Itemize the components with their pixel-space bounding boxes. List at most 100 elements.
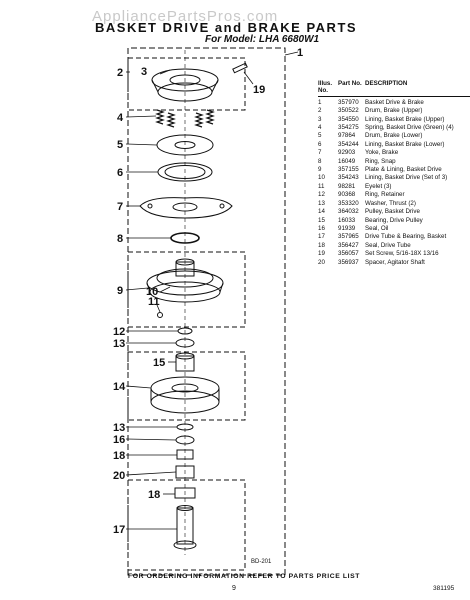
- description-cell: Spring, Basket Drive (Green) (4): [365, 124, 454, 132]
- table-row: 11 98281 Eyelet (3): [318, 183, 470, 190]
- diagram-code: BD-201: [251, 559, 272, 565]
- callout-8: 8: [117, 233, 123, 245]
- assembly-frame: [127, 47, 286, 576]
- illus-cell: 8: [318, 157, 322, 165]
- page-number: 9: [232, 585, 236, 592]
- table-row: 8 16049 Ring, Snap: [318, 158, 470, 165]
- part-cell: 364032: [338, 208, 359, 216]
- illus-cell: 13: [318, 199, 325, 207]
- description-cell: Basket Drive & Brake: [365, 98, 424, 106]
- table-row: 5 97864 Drum, Brake (Lower): [318, 132, 470, 139]
- eyelet-part: [157, 312, 163, 318]
- description-cell: Washer, Thrust (2): [365, 199, 416, 207]
- illus-cell: 3: [318, 115, 322, 123]
- drive-tube-part: [176, 507, 194, 545]
- group-box-pulley: [127, 351, 246, 421]
- part-cell: 91939: [338, 224, 356, 232]
- drive-tube-seal-part: [176, 449, 194, 460]
- part-cell: 92903: [338, 149, 356, 157]
- callout-1: 1: [297, 47, 303, 59]
- illus-cell: 9: [318, 166, 322, 174]
- part-cell: 350522: [338, 107, 359, 115]
- description-cell: Lining, Basket Drive (Set of 3): [365, 174, 448, 182]
- description-cell: Drum, Brake (Lower): [365, 132, 423, 140]
- description-header: DESCRIPTION: [365, 80, 408, 87]
- callout-10: 10: [146, 286, 158, 298]
- callout-7: 7: [117, 201, 123, 213]
- illus-cell: 19: [318, 250, 325, 258]
- illus-cell: 18: [318, 241, 325, 249]
- part-cell: 16033: [338, 216, 356, 224]
- description-cell: Bearing, Drive Pulley: [365, 216, 423, 224]
- part-cell: 357970: [338, 98, 359, 106]
- part-cell: 16049: [338, 157, 356, 165]
- description-cell: Set Screw, 5/16-18X 13/16: [365, 250, 439, 258]
- callout-20: 20: [113, 470, 125, 482]
- callout-15: 15: [153, 357, 165, 369]
- part-cell: 90368: [338, 191, 356, 199]
- illus-cell: 6: [318, 140, 322, 148]
- table-row: 14 364032 Pulley, Basket Drive: [318, 208, 470, 215]
- illus-cell: 14: [318, 208, 325, 216]
- ordering-footer: FOR ORDERING INFORMATION REFER TO PARTS …: [128, 573, 361, 580]
- illus-cell: 11: [318, 182, 325, 190]
- part-cell: 354244: [338, 140, 359, 148]
- callout-11: 11: [148, 296, 160, 308]
- part-cell: 356937: [338, 258, 359, 266]
- set-screw-part: [232, 62, 248, 74]
- description-cell: Plate & Lining, Basket Drive: [365, 166, 442, 174]
- description-cell: Eyelet (3): [365, 182, 392, 190]
- brake-yoke-part: [139, 197, 233, 219]
- callout-5: 5: [117, 139, 123, 151]
- callout-9: 9: [117, 285, 123, 297]
- document-number: 381195: [433, 585, 455, 592]
- watermark-text: AppliancePartsPros.com: [92, 8, 279, 25]
- group-box-tube: [127, 479, 246, 571]
- model-subtitle: For Model: LHA 6680W1: [205, 34, 320, 45]
- part-cell: 97864: [338, 132, 356, 140]
- part-cell: 354275: [338, 124, 359, 132]
- bearing-part: [175, 355, 195, 372]
- illus-cell: 5: [318, 132, 322, 140]
- callout-17: 17: [113, 524, 125, 536]
- callout-13: 13: [113, 338, 125, 350]
- illus-header: Illus. No.: [318, 80, 333, 95]
- table-row: 16 91939 Seal, Oil: [318, 225, 470, 232]
- illus-cell: 16: [318, 224, 325, 232]
- description-cell: Seal, Oil: [365, 224, 389, 232]
- description-cell: Spacer, Agitator Shaft: [365, 258, 425, 266]
- callout-18: 18: [113, 450, 125, 462]
- callout-6: 6: [117, 167, 123, 179]
- description-cell: Seal, Drive Tube: [365, 241, 411, 249]
- callout-4: 4: [117, 112, 124, 124]
- callout-2: 2: [117, 67, 123, 79]
- callout-13-lower: 13: [113, 422, 125, 434]
- part-cell: 98281: [338, 182, 356, 190]
- illus-cell: 15: [318, 216, 325, 224]
- table-row: 15 16033 Bearing, Drive Pulley: [318, 217, 470, 224]
- part-cell: 354243: [338, 174, 359, 182]
- description-cell: Lining, Basket Brake (Lower): [365, 140, 445, 148]
- description-cell: Ring, Snap: [365, 157, 396, 165]
- table-row: 4 354275 Spring, Basket Drive (Green) (4): [318, 124, 470, 131]
- description-cell: Yoke, Brake: [365, 149, 399, 157]
- illus-cell: 4: [318, 124, 322, 132]
- illus-cell: 2: [318, 107, 322, 115]
- callout-14: 14: [113, 381, 126, 393]
- description-cell: Pulley, Basket Drive: [365, 208, 420, 216]
- table-row: 19 356057 Set Screw, 5/16-18X 13/16: [318, 250, 470, 257]
- part-cell: 353320: [338, 199, 359, 207]
- part-cell: 356057: [338, 250, 359, 258]
- table-row: 13 353320 Washer, Thrust (2): [318, 200, 470, 207]
- part-cell: 354550: [338, 115, 359, 123]
- illus-cell: 10: [318, 174, 325, 182]
- illus-cell: 1: [318, 98, 322, 106]
